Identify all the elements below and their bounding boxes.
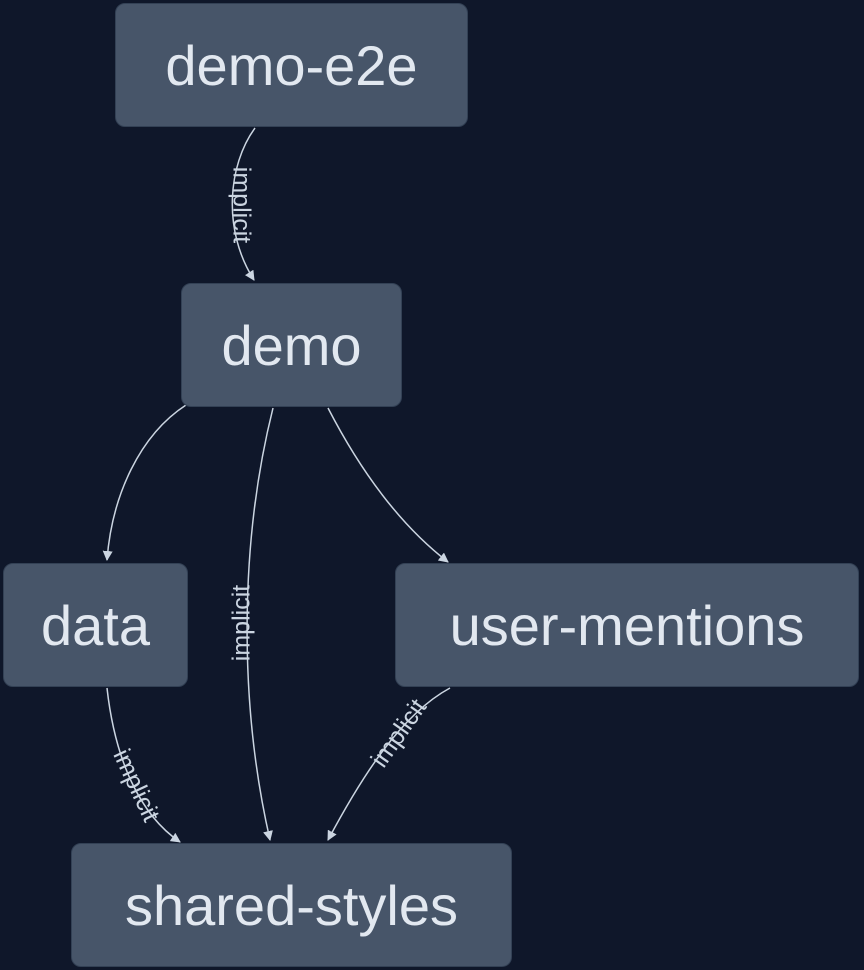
edge-label-user-mentions-shared-styles: implicit — [365, 694, 432, 773]
edge-label-demo-shared-styles: implicit — [228, 585, 256, 661]
edge-data-to-shared-styles: implicit — [106, 687, 181, 843]
node-user-mentions[interactable]: user-mentions — [395, 563, 859, 687]
node-data[interactable]: data — [3, 563, 188, 687]
edge-label-data-shared-styles: implicit — [107, 745, 165, 826]
node-demo[interactable]: demo — [181, 283, 402, 407]
edge-demo-to-shared-styles: implicit — [228, 407, 274, 841]
edge-demo-to-data — [102, 404, 187, 561]
edge-label-demo-e2e-demo: implicit — [227, 167, 255, 243]
edge-user-mentions-to-shared-styles: implicit — [327, 687, 451, 841]
node-demo-e2e[interactable]: demo-e2e — [115, 3, 468, 127]
edge-demo-e2e-to-demo: implicit — [227, 127, 256, 281]
node-shared-styles[interactable]: shared-styles — [71, 843, 512, 967]
edge-demo-to-user-mentions — [327, 407, 449, 563]
